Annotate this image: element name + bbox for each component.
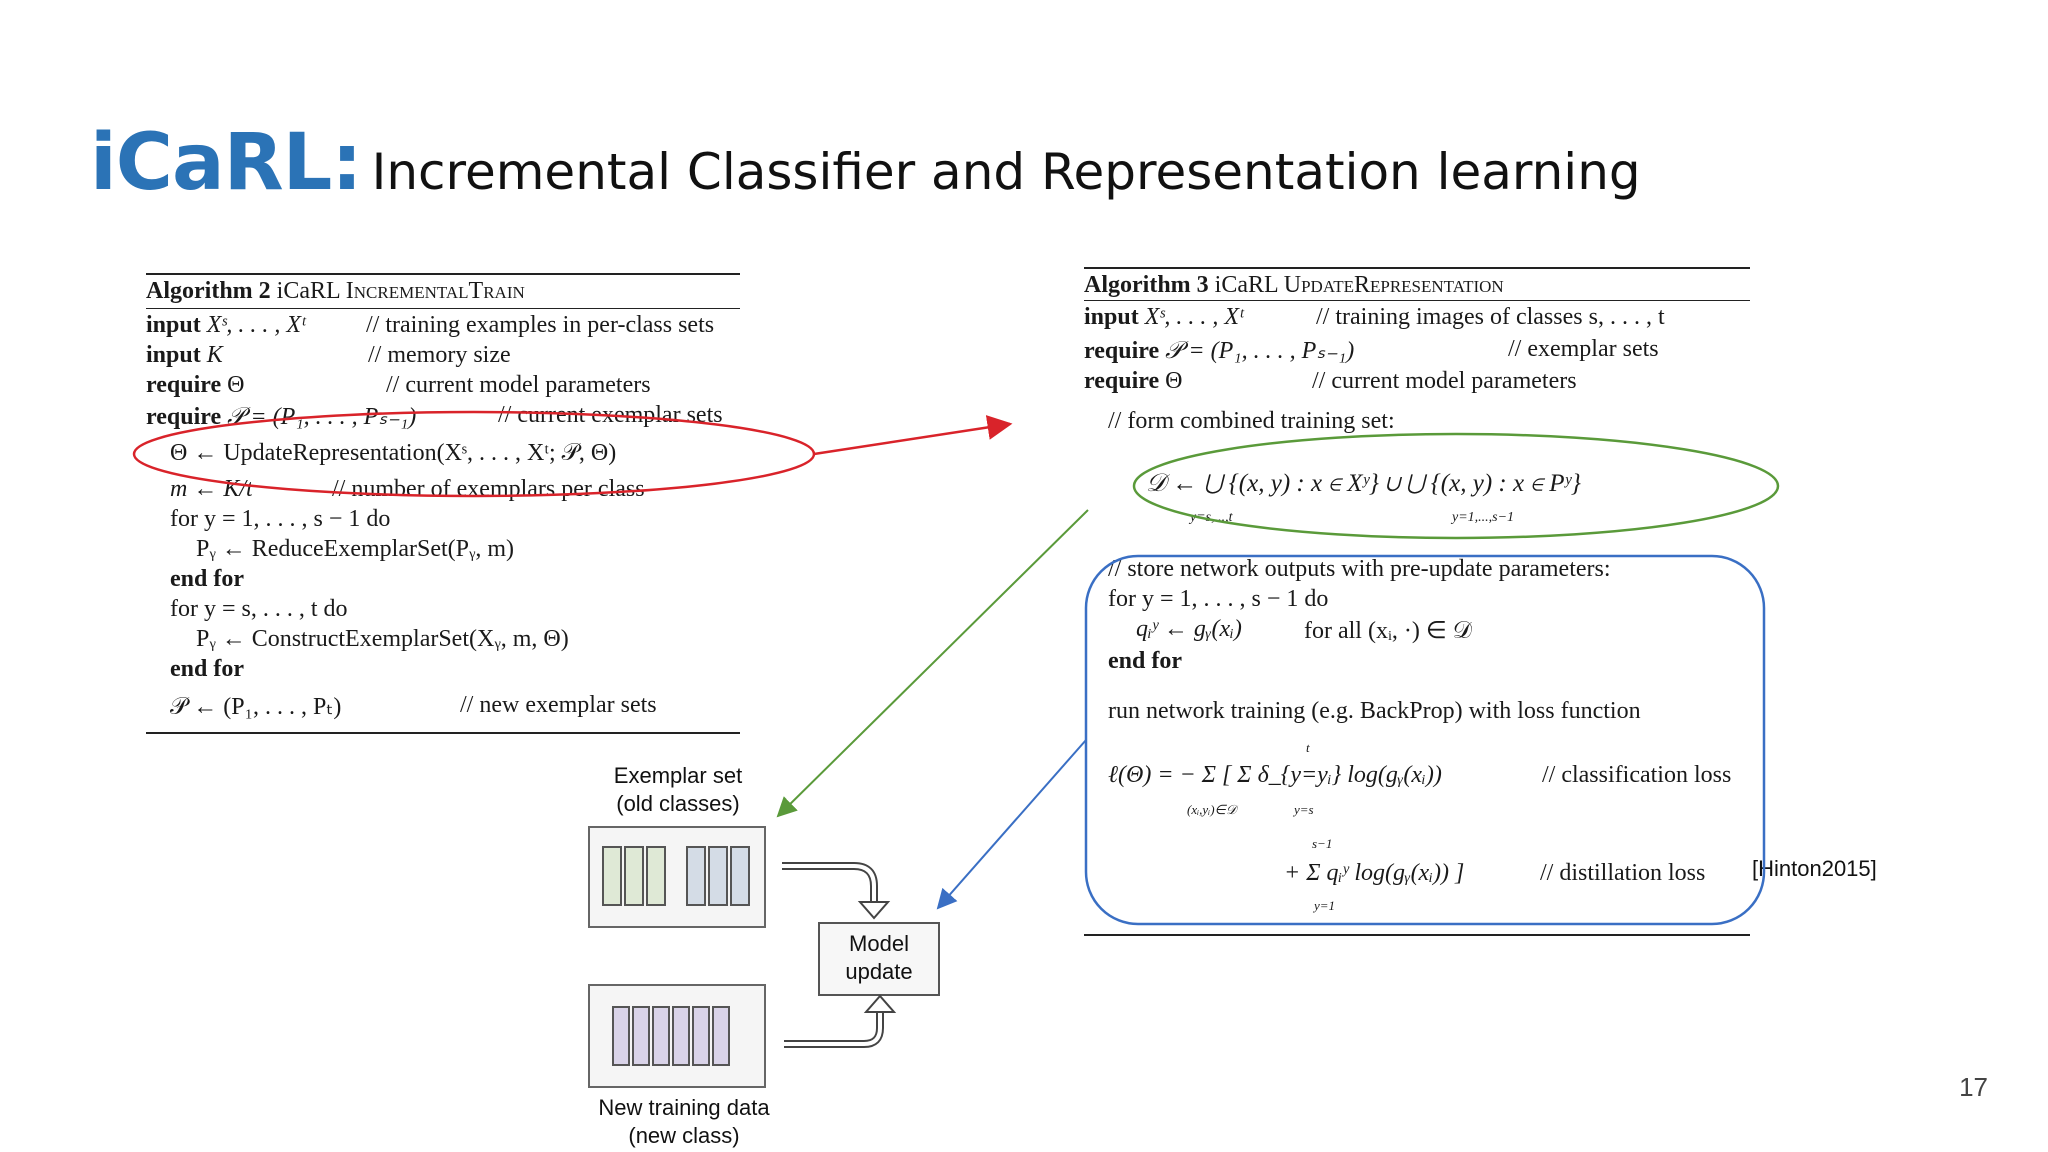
algo3-loss1-top: t bbox=[1306, 740, 1310, 755]
algo2-for2: for y = s, . . . , t do bbox=[170, 596, 348, 622]
algo3-input: input Xˢ, . . . , Xᵗ bbox=[1084, 304, 1244, 330]
algo3-comment: // training images of classes s, . . . ,… bbox=[1316, 304, 1665, 330]
algo3-header: Algorithm 3 iCaRL UpdateRepresentation bbox=[1084, 272, 1504, 298]
algo2-header: Algorithm 2 iCaRL IncrementalTrain bbox=[146, 278, 525, 304]
algo3-loss1: ℓ(Θ) = − Σ [ Σ δ_{y=yᵢ} log(gᵧ(xᵢ)) bbox=[1108, 762, 1442, 788]
exemplar-set-label: Exemplar set(old classes) bbox=[613, 763, 743, 816]
algo3-require-p: require 𝒫 = (P₁, . . . , Pₛ₋₁) bbox=[1084, 338, 1355, 364]
algo2-update-call: Θ ← UpdateRepresentation(Xˢ, . . . , Xᵗ;… bbox=[170, 440, 617, 466]
algo3-q-forall: for all (xᵢ, ·) ∈ 𝒟 bbox=[1304, 618, 1472, 644]
algo2-endfor2: end for bbox=[170, 656, 244, 682]
algo2-comment: // number of exemplars per class bbox=[332, 476, 645, 502]
green-highlight-ellipse bbox=[1132, 432, 1780, 540]
algo2-comment: // training examples in per-class sets bbox=[366, 312, 715, 338]
algo3-comment: // current model parameters bbox=[1312, 368, 1577, 394]
algo3-d-sub2: y=1,...,s−1 bbox=[1452, 510, 1515, 525]
algo2-input-x: input Xˢ, . . . , Xᵗ bbox=[146, 312, 306, 338]
algo2-comment: // current model parameters bbox=[386, 372, 651, 398]
citation: [Hinton2015] bbox=[1752, 856, 1877, 881]
algo3-classification-comment: // classification loss bbox=[1542, 762, 1732, 788]
algo2-reduce: Pᵧ ← ReduceExemplarSet(Pᵧ, m) bbox=[196, 536, 514, 562]
algo3-endfor: end for bbox=[1108, 648, 1182, 674]
blue-arrow bbox=[936, 739, 1087, 910]
page-number: 17 bbox=[1959, 1072, 1988, 1102]
algo3-form-comment: // form combined training set: bbox=[1108, 408, 1395, 434]
algo2-comment: // new exemplar sets bbox=[460, 692, 657, 718]
algo3-q-assign: qᵢʸ ← gᵧ(xᵢ) bbox=[1136, 616, 1242, 642]
algo3-run: run network training (e.g. BackProp) wit… bbox=[1108, 698, 1641, 724]
algo2-for1: for y = 1, . . . , s − 1 do bbox=[170, 506, 391, 532]
algo2-endfor1: end for bbox=[170, 566, 244, 592]
algo3-for1: for y = 1, . . . , s − 1 do bbox=[1108, 586, 1329, 612]
algo3-loss1-inner: y=s bbox=[1294, 802, 1314, 817]
algo3-d-formula: 𝒟 ← ⋃ {(x, y) : x ∈ Xʸ} ∪ ⋃ {(x, y) : x … bbox=[1146, 470, 1581, 497]
algo2-require-theta: require Θ bbox=[146, 372, 245, 398]
algo2-input-k: input K bbox=[146, 342, 223, 368]
algo3-distillation-comment: // distillation loss bbox=[1540, 860, 1706, 886]
algo2-final: 𝒫 ← (P₁, . . . , Pₜ) bbox=[170, 694, 342, 720]
blue-highlight-box bbox=[1084, 554, 1766, 926]
new-data-to-model-arrow bbox=[784, 1010, 884, 1048]
algo3-loss2: + Σ qᵢʸ log(gᵧ(xᵢ)) ] bbox=[1284, 860, 1465, 886]
algo3-loss1-sub: (xᵢ,yᵢ)∈𝒟 bbox=[1187, 802, 1237, 817]
red-highlight-ellipse bbox=[132, 410, 816, 498]
exemplar-set-box bbox=[588, 826, 766, 928]
red-arrow bbox=[813, 415, 1013, 456]
title-subtitle: Incremental Classifier and Representatio… bbox=[371, 143, 1641, 201]
algorithm-3: Algorithm 3 iCaRL UpdateRepresentation i… bbox=[1084, 262, 1750, 942]
algo3-require-theta: require Θ bbox=[1084, 368, 1183, 394]
algo3-loss2-top: s−1 bbox=[1312, 836, 1333, 851]
algorithm-2: Algorithm 2 iCaRL IncrementalTrain input… bbox=[146, 268, 740, 738]
title-brand: iCaRL: bbox=[90, 118, 363, 208]
algo3-loss2-sub: y=1 bbox=[1314, 898, 1336, 913]
new-training-data-label: New training data(new class) bbox=[598, 1095, 770, 1148]
algo3-store-comment: // store network outputs with pre-update… bbox=[1108, 556, 1611, 582]
algo2-construct: Pᵧ ← ConstructExemplarSet(Xᵧ, m, Θ) bbox=[196, 626, 569, 652]
algo3-comment: // exemplar sets bbox=[1508, 336, 1659, 362]
algo2-comment: // memory size bbox=[368, 342, 511, 368]
green-arrow bbox=[776, 509, 1089, 818]
slide-title: iCaRL:Incremental Classifier and Represe… bbox=[90, 118, 1641, 208]
exemplar-to-model-arrow bbox=[782, 862, 878, 904]
new-training-data-box bbox=[588, 984, 766, 1088]
